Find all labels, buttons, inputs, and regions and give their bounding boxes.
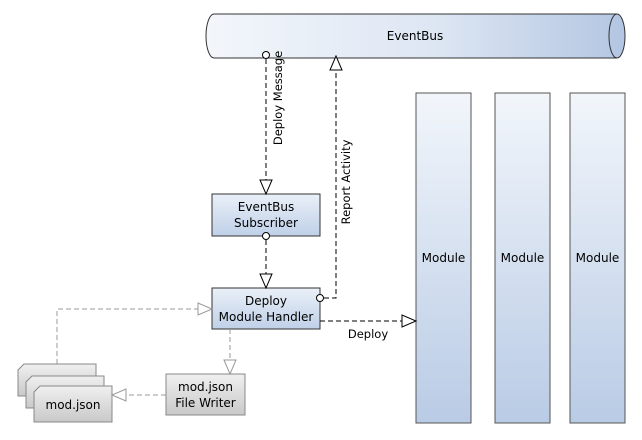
module-column-2: Module	[494, 92, 551, 424]
eventbus-node: EventBus	[205, 13, 626, 59]
subscriber-line1: EventBus	[238, 200, 294, 214]
module-column-3: Module	[569, 92, 626, 424]
module-label: Module	[501, 251, 545, 265]
edge-report-activity: Report Activity	[316, 54, 353, 302]
deploy-label: Deploy	[348, 327, 388, 341]
handler-line1: Deploy	[245, 294, 287, 308]
file-writer-node: mod.json File Writer	[165, 373, 246, 416]
edge-subscriber-to-handler	[259, 232, 273, 290]
eventbus-label: EventBus	[387, 29, 443, 43]
subscriber-line2: Subscriber	[234, 216, 298, 230]
report-activity-label: Report Activity	[339, 139, 353, 224]
edge-handler-to-writer	[223, 329, 237, 376]
writer-line2: File Writer	[175, 396, 236, 410]
module-column-1: Module	[415, 92, 472, 424]
deploy-message-label: Deploy Message	[271, 51, 285, 145]
edge-writer-to-files	[110, 388, 166, 402]
eventbus-subscriber-node: EventBus Subscriber	[211, 193, 321, 237]
edge-files-to-handler	[56, 302, 214, 364]
mod-json-label: mod.json	[46, 398, 101, 412]
handler-line2: Module Handler	[219, 310, 314, 324]
mod-json-files-node: mod.json	[17, 363, 113, 423]
deploy-module-handler-node: Deploy Module Handler	[211, 287, 321, 330]
module-label: Module	[422, 251, 466, 265]
edge-deploy: Deploy	[320, 314, 418, 341]
edge-deploy-message: Deploy Message	[259, 51, 285, 196]
module-label: Module	[576, 251, 620, 265]
writer-line1: mod.json	[178, 380, 233, 394]
